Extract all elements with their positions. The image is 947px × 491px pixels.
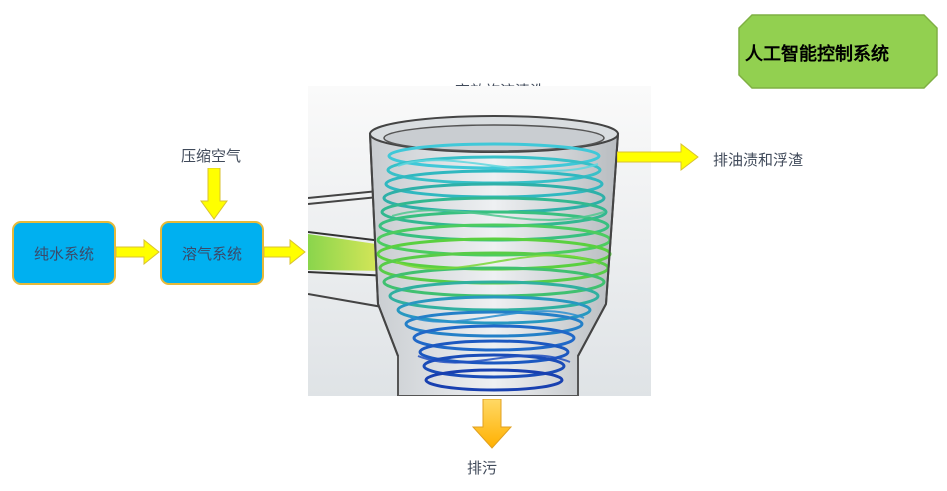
ai-control-badge [738,14,938,89]
sewage-label: 排污 [467,459,498,477]
vortex-tank-illustration [308,86,651,396]
arrow-right-icon [617,143,699,171]
arrow-right-icon [116,239,160,265]
pure-water-system-box: 纯水系统 [12,221,116,285]
arrow-down-icon [472,399,512,449]
dissolved-air-system-box: 溶气系统 [160,221,264,285]
arrow-right-icon [264,239,306,265]
oil-discharge-label: 排油渍和浮渣 [713,151,804,169]
arrow-down-icon [200,168,228,220]
compressed-air-label: 压缩空气 [181,147,242,165]
ai-control-title: 人工智能控制系统 [745,44,889,65]
pure-water-system-label: 纯水系统 [33,244,94,263]
dissolved-air-system-label: 溶气系统 [181,244,242,263]
